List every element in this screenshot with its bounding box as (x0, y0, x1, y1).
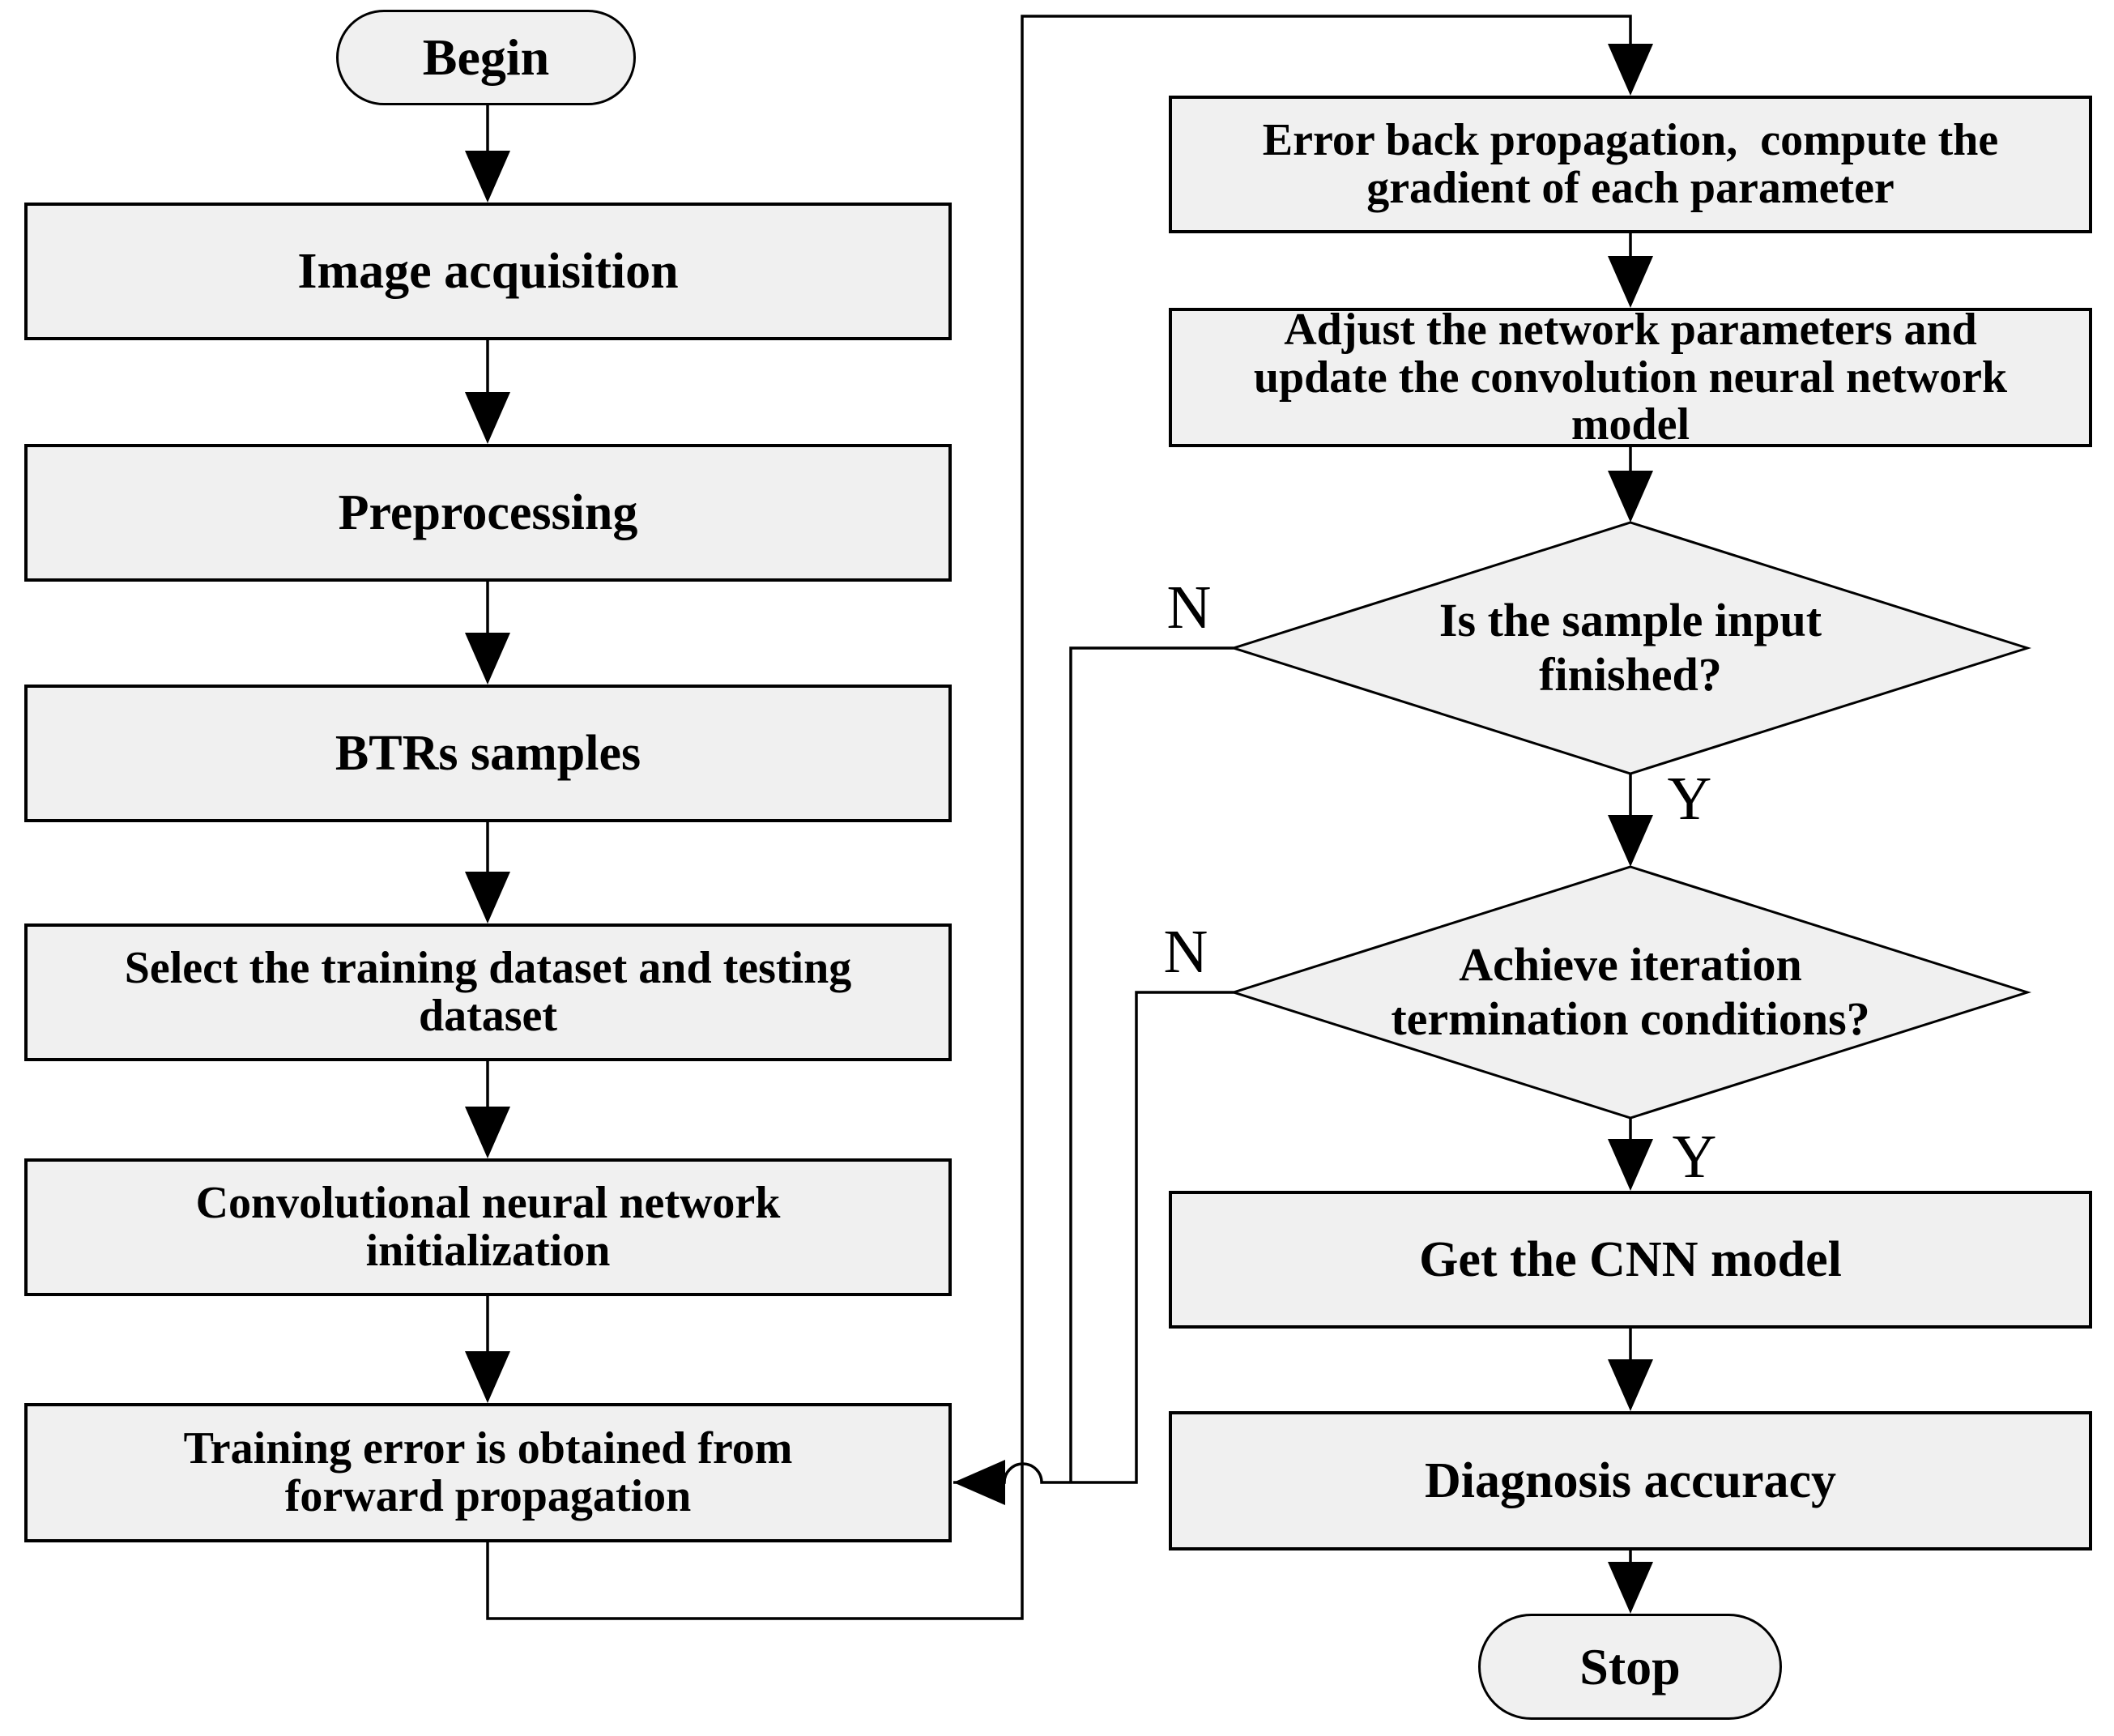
edge-label-iteration-yes: Y (1672, 1123, 1717, 1191)
process-image-acquisition-label: Image acquisition (297, 243, 679, 299)
edge-label-sample-input-no: N (1166, 574, 1212, 642)
decision-diamond-sample-input (1230, 521, 2031, 775)
process-diagnosis-accuracy-label: Diagnosis accuracy (1424, 1452, 1837, 1508)
decision-diamond-iteration-termination (1230, 865, 2031, 1120)
arrowhead-into-diagnosis-accuracy (1608, 1359, 1653, 1411)
arrowhead-into-select-dataset (465, 872, 510, 923)
arrowhead-into-image-acquisition (465, 151, 510, 203)
arrowhead-into-adjust-parameters (1608, 256, 1653, 308)
process-training-error-label: Training error is obtained from forward … (183, 1423, 793, 1521)
arrowhead-into-error-backprop (1608, 44, 1653, 96)
process-adjust-parameters-label: Adjust the network parameters and update… (1253, 304, 2008, 450)
arrowhead-into-get-cnn-model (1608, 1139, 1653, 1191)
process-cnn-initialization: Convolutional neural network initializat… (24, 1158, 952, 1296)
terminator-begin-label: Begin (422, 28, 550, 87)
process-btrs-samples: BTRs samples (24, 685, 952, 822)
process-get-cnn-model: Get the CNN model (1169, 1191, 2092, 1329)
arrowhead-into-iteration-decision (1608, 815, 1653, 867)
process-training-error: Training error is obtained from forward … (24, 1403, 952, 1542)
terminator-stop: Stop (1478, 1614, 1782, 1720)
terminator-stop-label: Stop (1579, 1637, 1681, 1695)
edge-label-sample-input-yes: Y (1667, 765, 1712, 833)
arrowhead-into-btrs-samples (465, 633, 510, 685)
process-error-backprop: Error back propagation, compute the grad… (1169, 96, 2092, 233)
edge-label-iteration-no: N (1163, 918, 1208, 986)
arrowhead-into-stop (1608, 1562, 1653, 1614)
flow-training-error-to-error-backprop (486, 15, 1632, 1620)
arrowhead-into-sample-decision (1608, 471, 1653, 523)
process-select-dataset: Select the training dataset and testing … (24, 923, 952, 1061)
arrowhead-into-cnn-initialization (465, 1107, 510, 1158)
process-preprocessing: Preprocessing (24, 444, 952, 582)
process-cnn-initialization-label: Convolutional neural network initializat… (195, 1178, 781, 1276)
process-adjust-parameters: Adjust the network parameters and update… (1169, 304, 2092, 450)
flow-sample-decision-no (1069, 646, 1234, 1482)
flow-iteration-decision-no-with-line-hop (953, 991, 1234, 1484)
terminator-begin: Begin (336, 10, 636, 105)
process-error-backprop-label: Error back propagation, compute the grad… (1262, 115, 1999, 213)
process-get-cnn-model-label: Get the CNN model (1419, 1231, 1842, 1287)
process-btrs-samples-label: BTRs samples (335, 725, 641, 781)
arrowhead-into-preprocessing (465, 392, 510, 444)
process-image-acquisition: Image acquisition (24, 203, 952, 340)
process-select-dataset-label: Select the training dataset and testing … (124, 943, 852, 1041)
arrowhead-into-training-error-right (953, 1460, 1005, 1505)
arrowhead-into-training-error-top (465, 1351, 510, 1403)
process-preprocessing-label: Preprocessing (338, 484, 638, 540)
process-diagnosis-accuracy: Diagnosis accuracy (1169, 1411, 2092, 1550)
